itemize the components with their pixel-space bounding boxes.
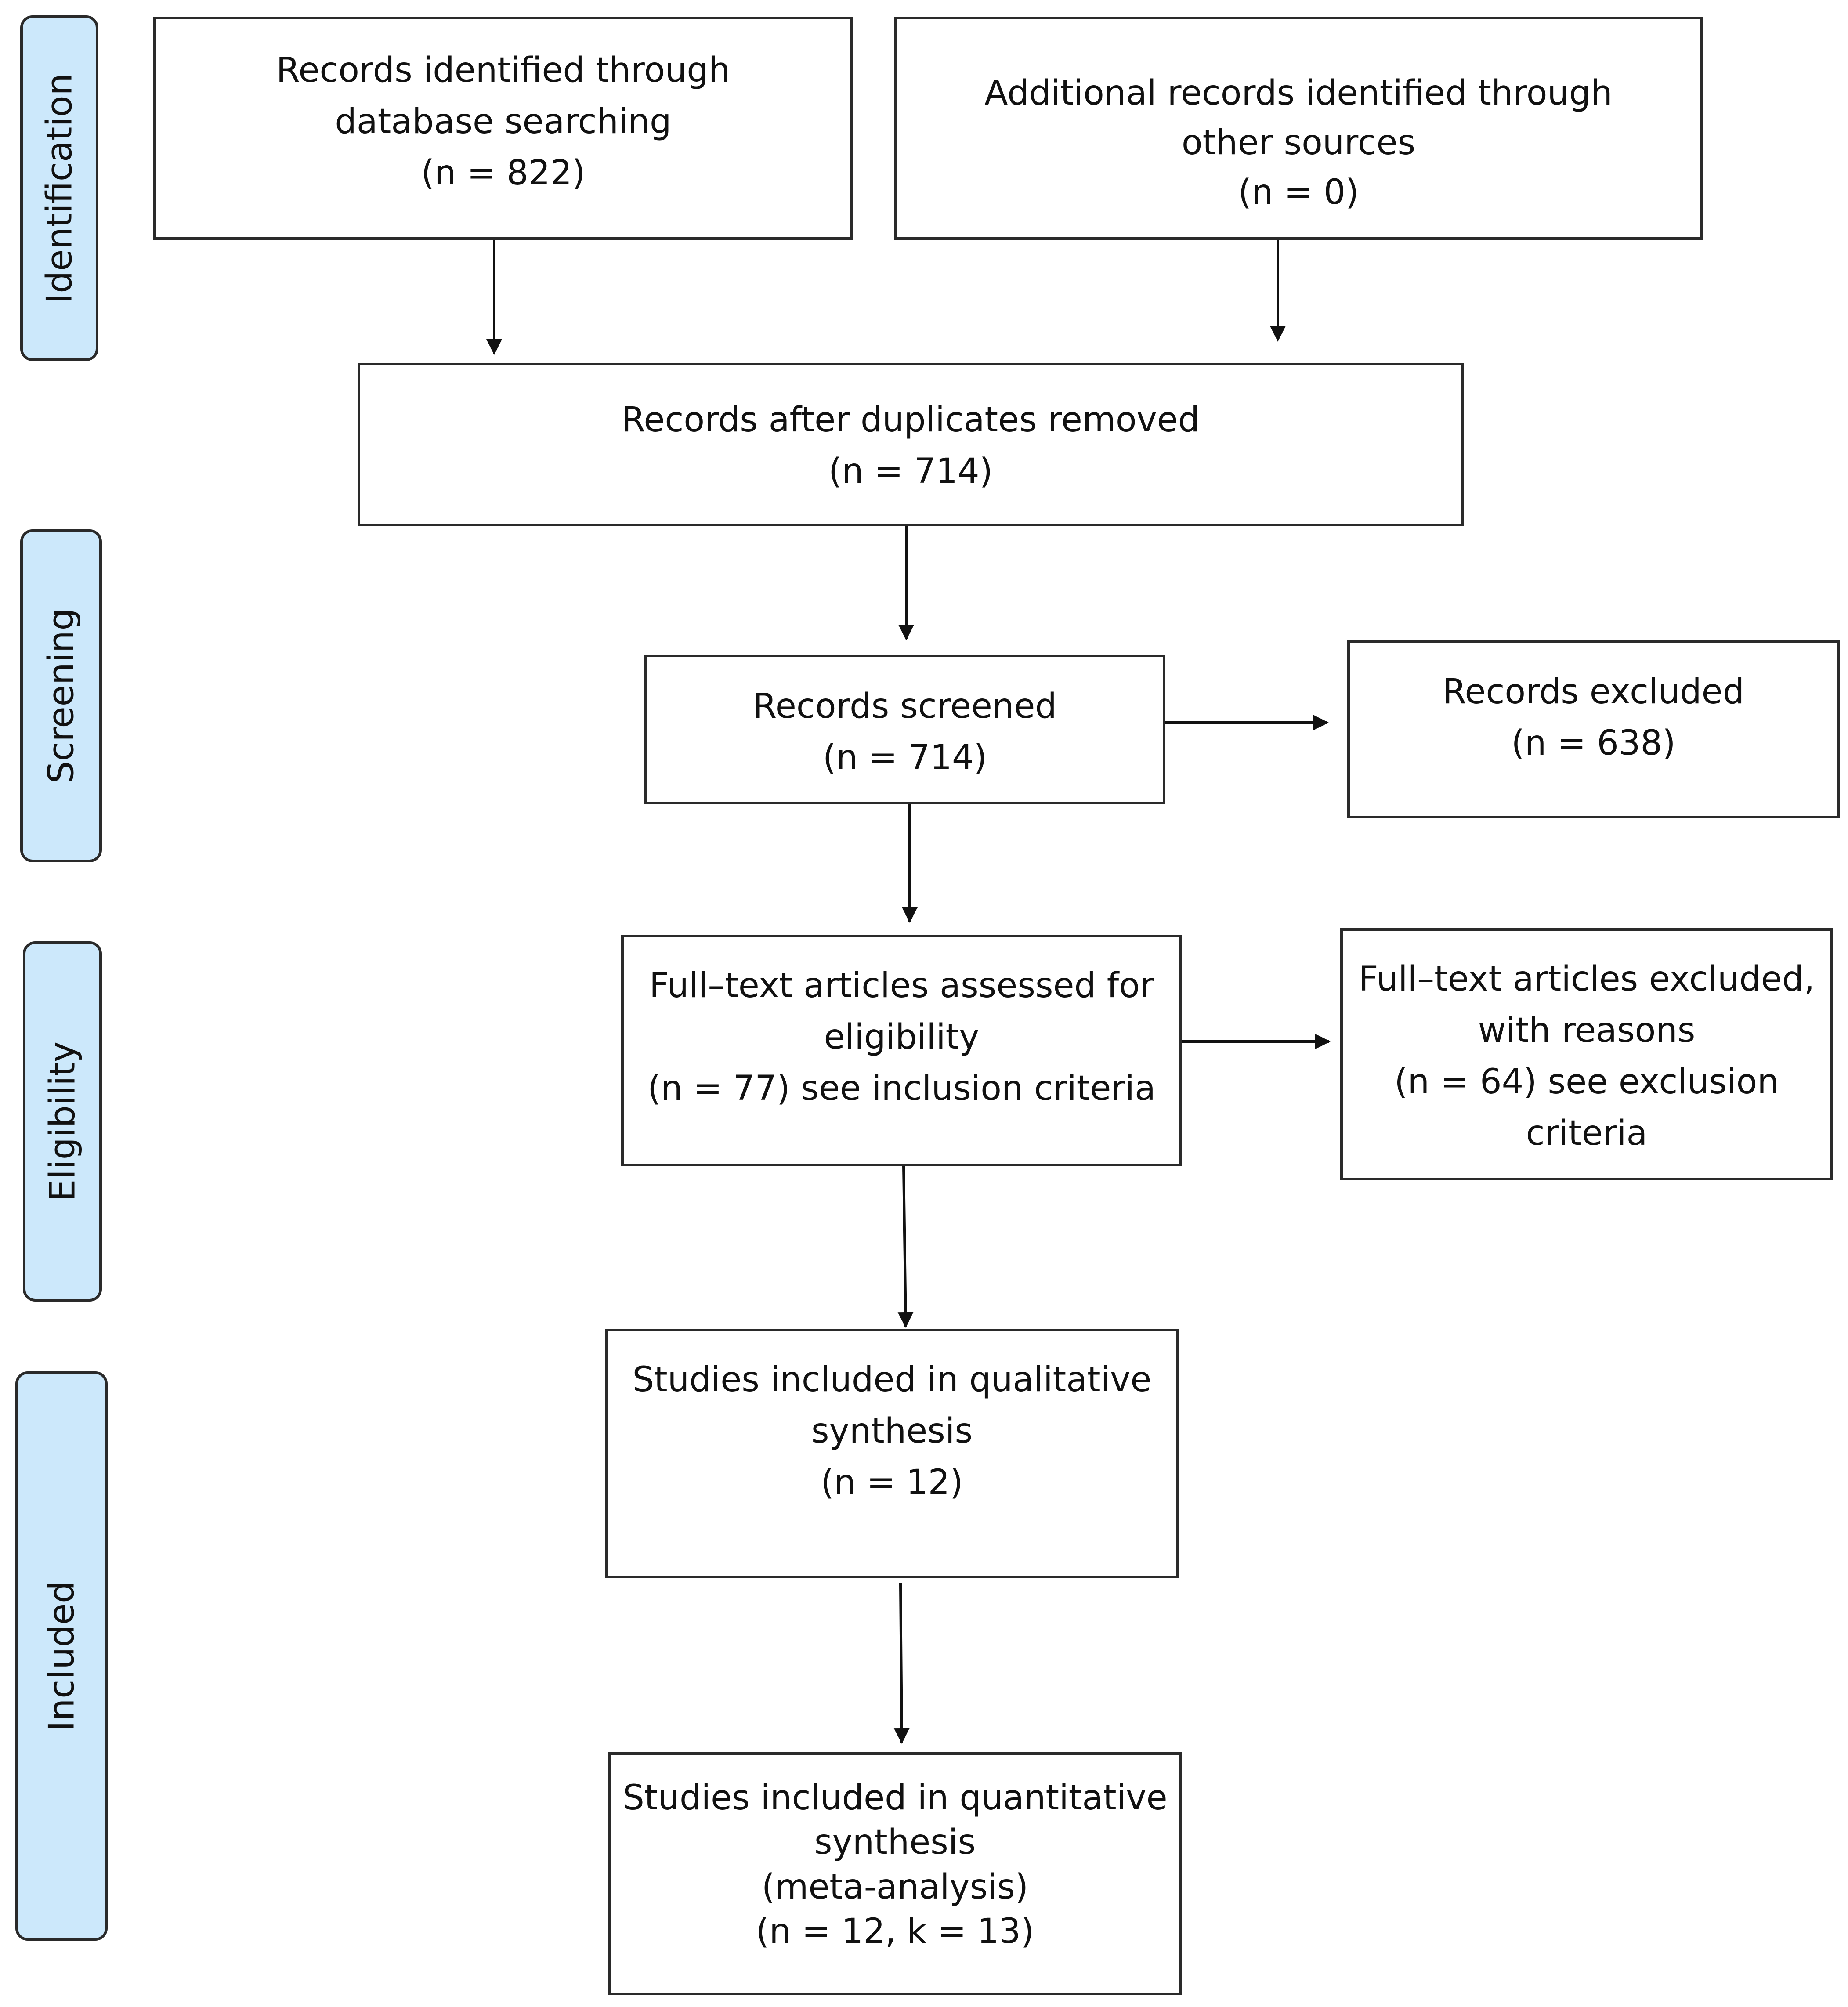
records-excluded-count: (n = 638) [1511, 723, 1676, 763]
quantitative-synthesis-line3: (meta-analysis) [761, 1867, 1029, 1907]
fulltext-assessed-line2: eligibility [824, 1017, 980, 1057]
phase-screening: Screening [20, 529, 102, 862]
records-excluded-label: Records excluded [1442, 672, 1745, 712]
arrow-fulltext-to-qualitative [897, 1164, 914, 1328]
duplicates-removed-count: (n = 714) [828, 452, 993, 491]
phase-identification: Identification [20, 15, 98, 361]
phase-identification-label: Identification [39, 73, 80, 304]
phase-eligibility: Eligibility [23, 941, 102, 1302]
phase-included-label: Included [41, 1581, 82, 1731]
quantitative-synthesis-count: (n = 12, k = 13) [756, 1912, 1034, 1952]
qualitative-synthesis-count: (n = 12) [821, 1463, 963, 1502]
records-screened-label: Records screened [753, 687, 1057, 726]
additional-records-count: (n = 0) [1238, 173, 1359, 213]
fulltext-excluded-line4: criteria [1526, 1114, 1648, 1153]
additional-records-line2: other sources [1181, 123, 1416, 163]
arrow-qualitative-to-quantitative [893, 1583, 910, 1744]
fulltext-excluded-line2: with reasons [1478, 1011, 1696, 1050]
records-screened-count: (n = 714) [822, 738, 987, 777]
additional-records-line1: Additional records identified through [984, 73, 1613, 113]
additional-records-box: Additional records identified through ot… [894, 17, 1703, 240]
records-excluded-box: Records excluded (n = 638) [1347, 640, 1840, 818]
phase-eligibility-label: Eligibility [42, 1041, 83, 1202]
quantitative-synthesis-line1: Studies included in quantitative [622, 1778, 1168, 1818]
database-records-count: (n = 822) [421, 153, 586, 193]
database-records-line2: database searching [335, 102, 672, 141]
qualitative-synthesis-line1: Studies included in qualitative [632, 1360, 1152, 1399]
database-records-line1: Records identified through [276, 51, 731, 90]
qualitative-synthesis-line2: synthesis [811, 1411, 973, 1451]
fulltext-assessed-box: Full–text articles assessed for eligibil… [621, 935, 1182, 1166]
fulltext-excluded-box: Full–text articles excluded, with reason… [1340, 928, 1833, 1180]
quantitative-synthesis-line2: synthesis [814, 1823, 976, 1862]
phase-included: Included [15, 1371, 108, 1941]
fulltext-assessed-line1: Full–text articles assessed for [649, 966, 1154, 1005]
phase-screening-label: Screening [40, 608, 82, 784]
fulltext-excluded-count: (n = 64) see exclusion [1394, 1062, 1779, 1102]
qualitative-synthesis-box: Studies included in qualitative synthesi… [605, 1329, 1179, 1578]
quantitative-synthesis-box: Studies included in quantitative synthes… [608, 1752, 1182, 1995]
duplicates-removed-box: Records after duplicates removed (n = 71… [358, 363, 1464, 526]
records-screened-box: Records screened (n = 714) [644, 655, 1165, 804]
database-records-box: Records identified through database sear… [153, 17, 853, 240]
fulltext-assessed-count: (n = 77) see inclusion criteria [647, 1069, 1156, 1108]
duplicates-removed-label: Records after duplicates removed [621, 400, 1200, 440]
fulltext-excluded-line1: Full–text articles excluded, [1358, 959, 1815, 999]
